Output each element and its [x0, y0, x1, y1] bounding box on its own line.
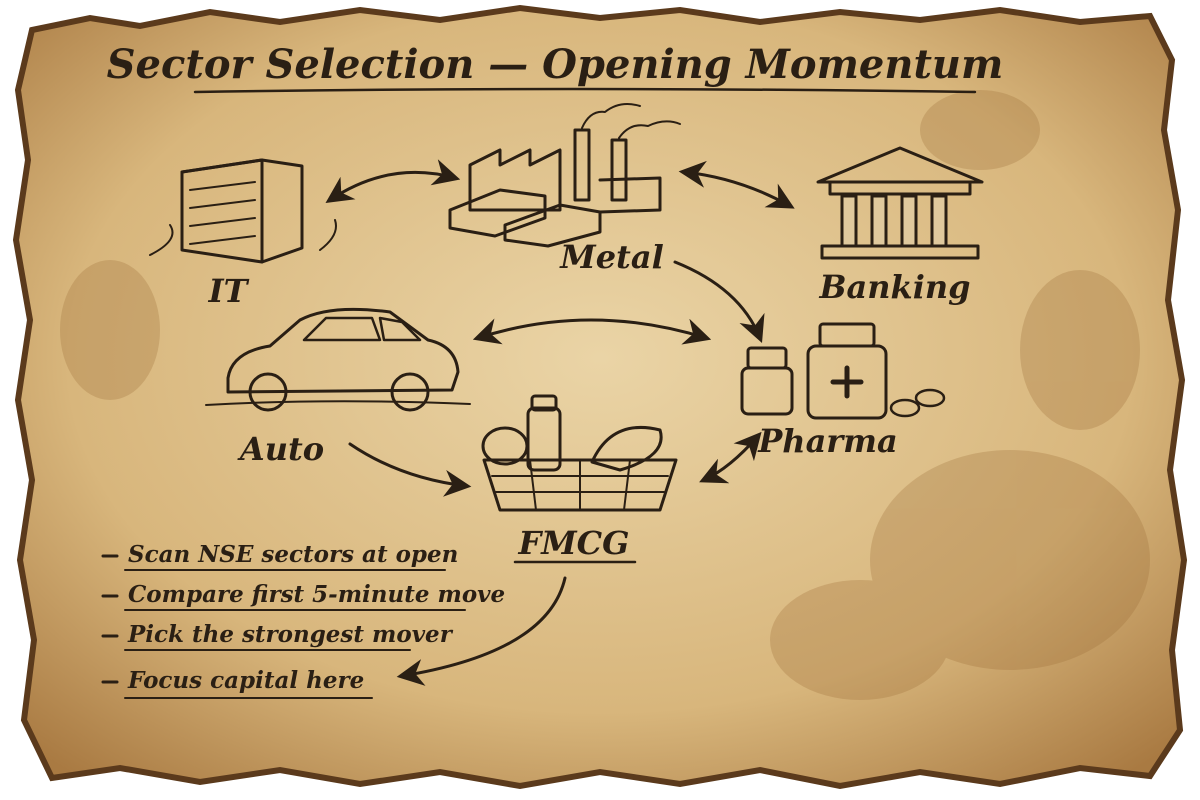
- diagram-title: Sector Selection — Opening Momentum: [107, 41, 1004, 88]
- server-rack-icon: [149, 158, 337, 264]
- sector-label-auto: Auto: [237, 430, 324, 468]
- sector-label-metal: Metal: [559, 238, 663, 276]
- pharma-bottles-icon: [740, 322, 946, 420]
- arrow-fmcg-focus: [396, 576, 567, 686]
- coffee-stains: [60, 90, 1150, 700]
- sector-label-banking: Banking: [818, 268, 970, 306]
- sector-label-fmcg: FMCG: [518, 524, 630, 562]
- flow-arrows: [325, 159, 795, 686]
- arrow-auto-fmcg: [348, 442, 472, 497]
- sector-label-it: IT: [208, 272, 250, 310]
- step-3: Pick the strongest mover: [127, 621, 454, 648]
- arrow-metal-pharma: [673, 260, 765, 344]
- bank-building-icon: [816, 146, 984, 260]
- arrow-metal-banking: [678, 160, 795, 209]
- fmcg-basket-icon: [481, 394, 678, 512]
- step-2: Compare first 5-minute move: [128, 581, 505, 608]
- car-icon: [205, 307, 471, 412]
- step-4: Focus capital here: [127, 667, 364, 694]
- steps-list: Scan NSE sectors at open Compare first 5…: [101, 541, 505, 699]
- step-1: Scan NSE sectors at open: [128, 541, 458, 568]
- arrow-pharma-fmcg: [699, 431, 762, 484]
- metal-factory-icon: [448, 103, 681, 248]
- title-underline: [193, 87, 977, 94]
- parchment: [12, 4, 1188, 790]
- arrow-it-metal: [325, 159, 461, 203]
- sector-label-pharma: Pharma: [757, 422, 898, 460]
- arrow-auto-pharma: [472, 318, 712, 345]
